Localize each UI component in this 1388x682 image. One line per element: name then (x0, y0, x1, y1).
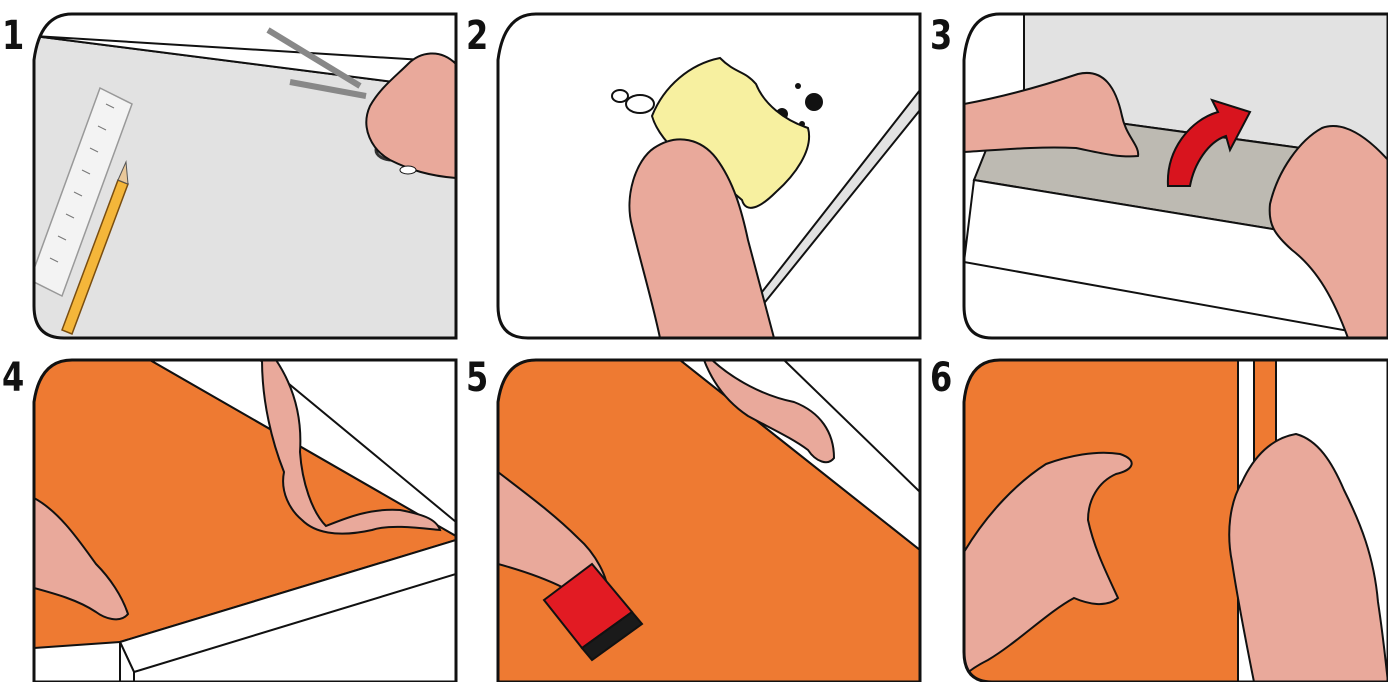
step-2-illustration (464, 0, 924, 340)
step-5-illustration (464, 342, 924, 682)
step-4-illustration (0, 342, 460, 682)
step-2-panel: 2 (464, 0, 924, 340)
step-6-illustration (928, 342, 1388, 682)
step-1-illustration (0, 0, 460, 340)
step-3-panel: 3 (928, 0, 1388, 340)
step-5-panel: 5 (464, 342, 924, 682)
step-3-illustration (928, 0, 1388, 340)
step-6-panel: 6 (928, 342, 1388, 682)
step-4-panel: 4 (0, 342, 460, 682)
step-1-panel: 1 (0, 0, 460, 340)
